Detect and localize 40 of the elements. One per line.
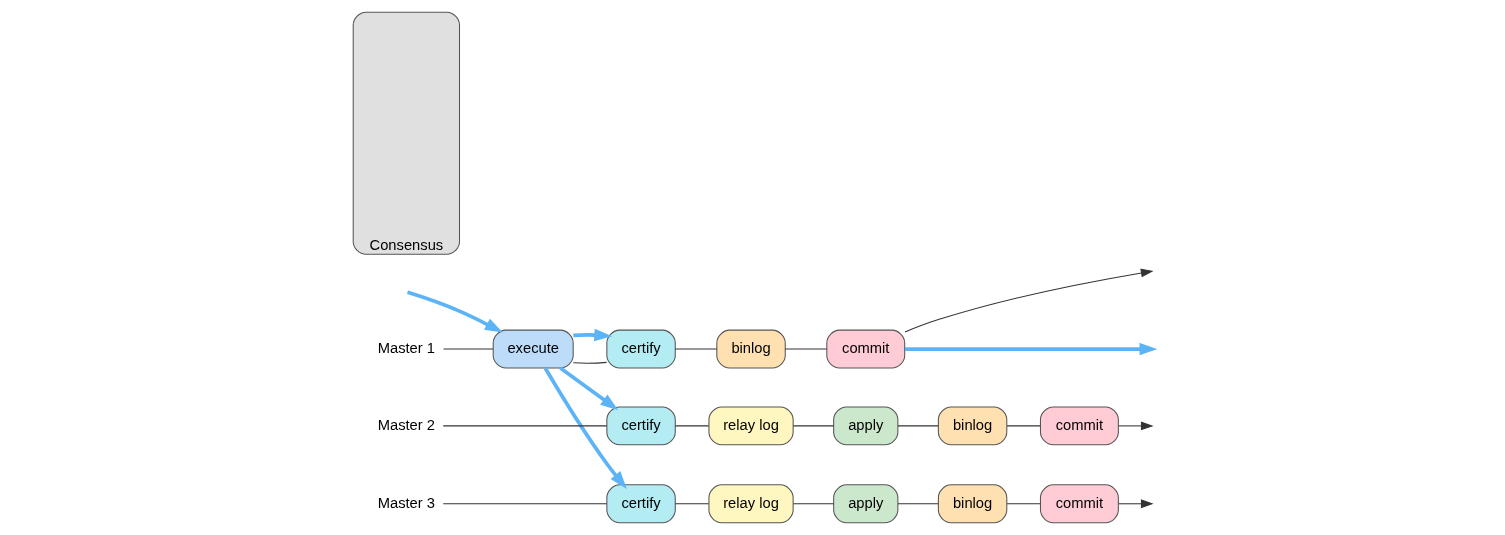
connector <box>784 348 827 350</box>
connector <box>674 503 709 505</box>
node-box: apply <box>832 484 898 524</box>
connector <box>442 503 607 505</box>
connector <box>442 425 607 427</box>
node-text: Master 3 <box>377 494 435 511</box>
connector <box>896 425 939 427</box>
arrow <box>406 290 503 333</box>
connector <box>792 503 834 505</box>
node-box: execute <box>492 329 574 369</box>
node-text: Master 2 <box>377 416 435 433</box>
node-box: Consensus <box>352 11 460 255</box>
arrow <box>1117 421 1154 431</box>
node-box: certify <box>605 484 676 524</box>
arrow <box>572 328 612 342</box>
arrow <box>543 367 627 489</box>
node-box: apply <box>832 406 898 446</box>
node-box: certify <box>605 406 676 446</box>
node-box: certify <box>605 329 676 369</box>
arrow <box>1117 499 1154 509</box>
arrow <box>904 342 1157 356</box>
node-box: commit <box>1039 484 1119 524</box>
connector <box>674 425 709 427</box>
connector <box>792 425 834 427</box>
arrow <box>558 366 618 411</box>
node-box: relay log <box>707 484 794 524</box>
arrow <box>904 268 1153 333</box>
node-text: Master 1 <box>377 339 435 356</box>
node-box: commit <box>1039 406 1119 446</box>
node-box: binlog <box>715 329 786 369</box>
node-box: commit <box>825 329 905 369</box>
connector <box>1006 503 1041 505</box>
node-box: binlog <box>937 406 1007 446</box>
node-box: binlog <box>937 484 1007 524</box>
connector <box>572 361 607 364</box>
connector <box>674 348 717 350</box>
connector <box>1006 425 1041 427</box>
connector <box>442 348 494 350</box>
connector <box>896 503 939 505</box>
node-box: relay log <box>707 406 794 446</box>
